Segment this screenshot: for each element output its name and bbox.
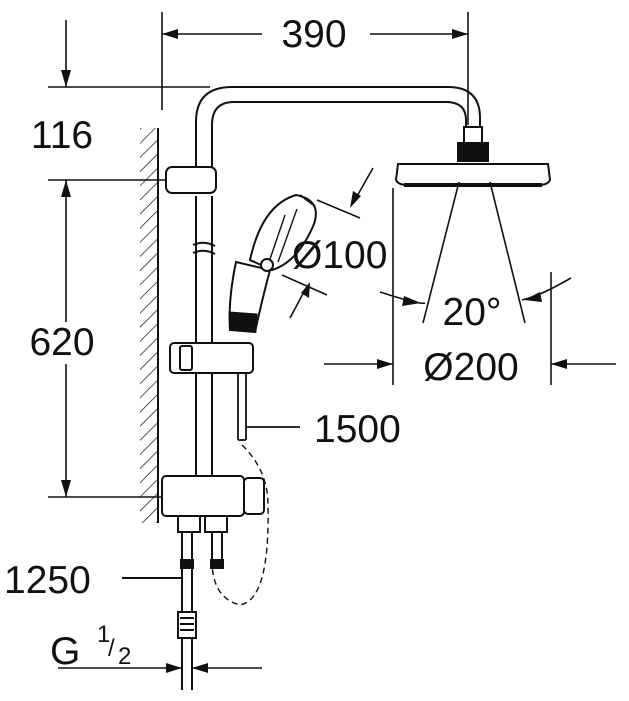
wall <box>140 128 159 523</box>
supply-hose <box>122 568 197 690</box>
dimension-thread <box>58 663 262 673</box>
slider-holder <box>169 342 254 374</box>
thread-denominator: 2 <box>118 643 131 670</box>
label-mask <box>26 322 102 364</box>
hose-1500 <box>211 373 300 606</box>
supply-hose-length-label: 1250 <box>4 559 91 602</box>
wall-bracket-top <box>165 166 217 194</box>
dimension-head-diameter <box>324 188 616 385</box>
top-offset-label: 116 <box>31 114 93 157</box>
hand-diameter-label: Ø100 <box>292 234 387 277</box>
dimension-vertical <box>48 20 210 498</box>
thread-label-g: G <box>50 630 80 673</box>
spray-angle <box>379 181 572 324</box>
hose-length-label: 1500 <box>314 408 401 451</box>
hand-shower <box>228 193 317 334</box>
head-diameter-label: Ø200 <box>423 346 518 389</box>
bottom-bracket <box>161 475 265 569</box>
dimension-width <box>161 12 469 125</box>
bar-length-label: 620 <box>29 321 94 364</box>
dimension-hand-diameter <box>281 167 374 319</box>
thread-slash: / <box>108 635 115 662</box>
thread-numerator: 1 <box>97 621 110 648</box>
riser-pipe <box>192 86 481 480</box>
spray-angle-label: 20° <box>443 291 502 334</box>
width-label: 390 <box>281 13 346 56</box>
head-shower <box>394 126 552 187</box>
